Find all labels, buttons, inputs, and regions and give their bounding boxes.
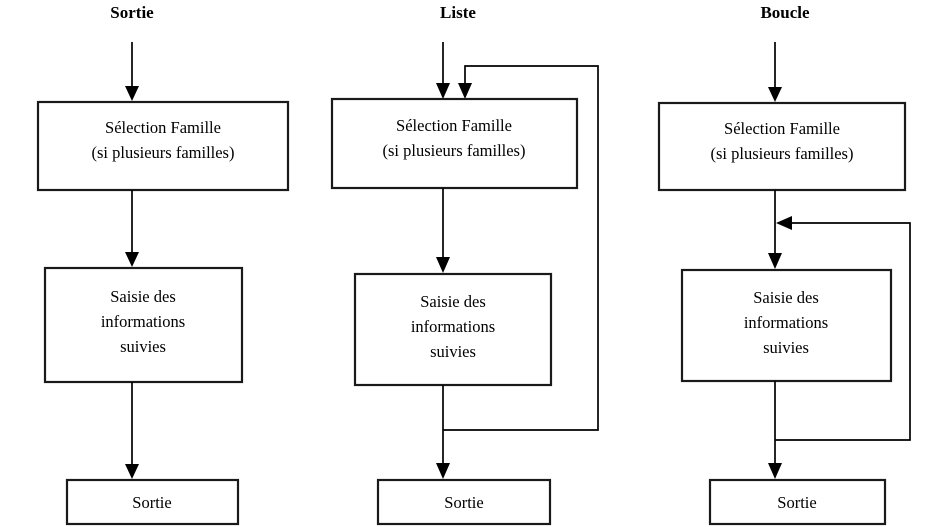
- node-sortie-terminal[interactable]: Sortie: [65, 478, 240, 526]
- node-selection-famille[interactable]: Sélection Famille (si plusieurs familles…: [657, 101, 907, 192]
- edge-selection-to-saisie: [125, 190, 139, 267]
- node-selection-famille-line-0: Sélection Famille: [105, 118, 221, 137]
- edge-entry-to-selection: [768, 42, 782, 102]
- node-sortie-terminal[interactable]: Sortie: [376, 478, 552, 526]
- edge-loop-back-into-link: [775, 216, 911, 441]
- edge-entry-to-selection: [436, 42, 450, 99]
- column-header-liste: Liste: [440, 3, 476, 22]
- node-selection-famille-line-1: (si plusieurs familles): [711, 144, 854, 163]
- node-saisie-informations[interactable]: Saisie des informations suivies: [353, 272, 553, 387]
- column-boucle: Boucle Sélection Famille (si plusieurs f…: [657, 3, 911, 526]
- node-selection-famille-line-1: (si plusieurs familles): [383, 141, 526, 160]
- node-selection-famille[interactable]: Sélection Famille (si plusieurs familles…: [36, 100, 290, 192]
- node-saisie-line-1: informations: [744, 313, 828, 332]
- node-saisie-line-2: suivies: [763, 338, 809, 357]
- edge-entry-to-selection: [125, 42, 139, 101]
- node-saisie-line-0: Saisie des: [110, 287, 176, 306]
- node-sortie-label: Sortie: [132, 493, 171, 512]
- edge-loop-back-to-selection: [443, 65, 599, 431]
- node-saisie-informations[interactable]: Saisie des informations suivies: [43, 266, 244, 384]
- edge-saisie-to-sortie: [125, 382, 139, 479]
- node-saisie-line-1: informations: [411, 317, 495, 336]
- edge-saisie-to-sortie: [436, 385, 450, 479]
- column-header-boucle: Boucle: [760, 3, 810, 22]
- edge-saisie-to-sortie: [768, 381, 782, 479]
- node-selection-famille-line-1: (si plusieurs familles): [92, 143, 235, 162]
- node-saisie-line-0: Saisie des: [753, 288, 819, 307]
- node-sortie-label: Sortie: [444, 493, 483, 512]
- node-selection-famille[interactable]: Sélection Famille (si plusieurs familles…: [330, 97, 579, 190]
- node-sortie-terminal[interactable]: Sortie: [708, 478, 887, 526]
- edge-selection-to-saisie: [436, 188, 450, 273]
- column-header-sortie: Sortie: [110, 3, 154, 22]
- node-selection-famille-line-0: Sélection Famille: [724, 119, 840, 138]
- edge-selection-to-saisie: [768, 190, 782, 269]
- node-saisie-informations[interactable]: Saisie des informations suivies: [680, 268, 893, 383]
- node-selection-famille-line-0: Sélection Famille: [396, 116, 512, 135]
- column-sortie: Sortie Sélection Famille (si plusieurs f…: [36, 3, 290, 526]
- node-saisie-line-2: suivies: [430, 342, 476, 361]
- column-liste: Liste Sélection Famille (si plusieurs fa…: [330, 3, 599, 526]
- node-saisie-line-2: suivies: [120, 337, 166, 356]
- node-saisie-line-1: informations: [101, 312, 185, 331]
- node-sortie-label: Sortie: [777, 493, 816, 512]
- node-saisie-line-0: Saisie des: [420, 292, 486, 311]
